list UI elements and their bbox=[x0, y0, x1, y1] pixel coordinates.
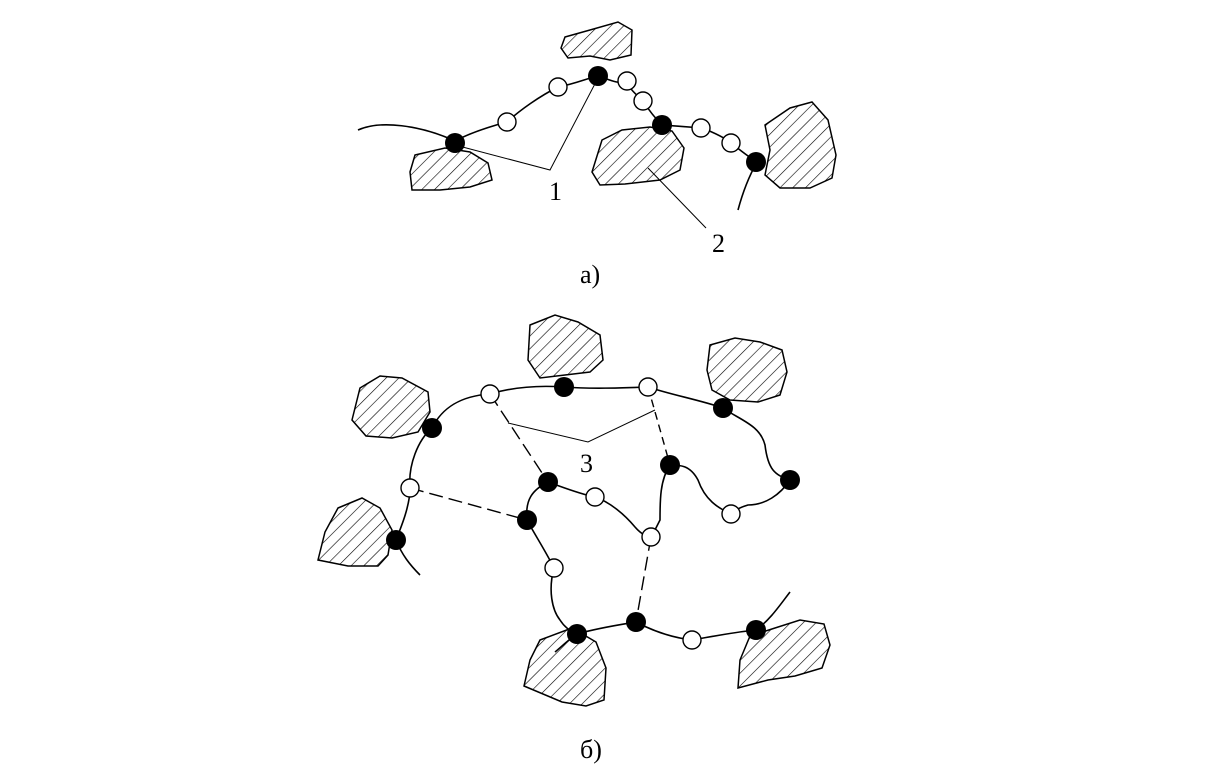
crosslink bbox=[489, 393, 549, 483]
label-2: 2 bbox=[712, 229, 725, 258]
leader-line-2 bbox=[647, 167, 707, 229]
free-segment bbox=[497, 112, 517, 132]
adsorbed-segment bbox=[386, 530, 406, 550]
filler-particle bbox=[527, 314, 604, 379]
adsorbed-segment bbox=[445, 133, 465, 153]
panel-a-caption: а) bbox=[580, 260, 600, 289]
leader-line-3 bbox=[507, 409, 656, 443]
leader-line-1 bbox=[454, 77, 599, 171]
adsorbed-segment bbox=[713, 398, 733, 418]
label-1: 1 bbox=[549, 177, 562, 206]
adsorbed-segment bbox=[554, 377, 574, 397]
crosslink bbox=[647, 386, 671, 466]
free-segment bbox=[585, 487, 605, 507]
panel-b-caption: б) bbox=[580, 735, 602, 764]
free-segment bbox=[544, 558, 564, 578]
free-segment bbox=[682, 630, 702, 650]
label-3: 3 bbox=[580, 449, 593, 478]
adsorbed-segment bbox=[422, 418, 442, 438]
filler-particle bbox=[706, 337, 788, 403]
free-segment bbox=[721, 504, 741, 524]
adsorbed-segment bbox=[746, 620, 766, 640]
free-segment bbox=[548, 77, 568, 97]
adsorbed-segment bbox=[652, 115, 672, 135]
crosslink bbox=[409, 487, 528, 521]
polymer-chain bbox=[395, 427, 433, 576]
free-segment bbox=[400, 478, 420, 498]
adsorbed-segment bbox=[660, 455, 680, 475]
panel-b: 3 б) bbox=[317, 314, 831, 764]
filler-particle bbox=[591, 126, 685, 186]
filler-particle bbox=[764, 101, 837, 189]
free-segment bbox=[480, 384, 500, 404]
free-segment bbox=[638, 377, 658, 397]
free-segment bbox=[691, 118, 711, 138]
adsorbed-segment bbox=[567, 624, 587, 644]
free-segment bbox=[633, 91, 653, 111]
crosslink bbox=[635, 536, 652, 623]
free-segment bbox=[721, 133, 741, 153]
adsorbed-segment bbox=[517, 510, 537, 530]
adsorbed-segment bbox=[780, 470, 800, 490]
filler-particle bbox=[523, 627, 607, 707]
filler-particle bbox=[409, 147, 493, 191]
filler-particle bbox=[351, 375, 431, 439]
adsorbed-segment bbox=[626, 612, 646, 632]
filler-particle bbox=[317, 497, 393, 567]
panel-a: 1 2 а) bbox=[357, 21, 837, 289]
adsorbed-segment bbox=[746, 152, 766, 172]
adsorbed-segment bbox=[588, 66, 608, 86]
adsorbed-segment bbox=[538, 472, 558, 492]
polymer-chain bbox=[650, 464, 791, 538]
free-segment bbox=[617, 71, 637, 91]
filler-particle bbox=[560, 21, 633, 61]
free-segment bbox=[641, 527, 661, 547]
